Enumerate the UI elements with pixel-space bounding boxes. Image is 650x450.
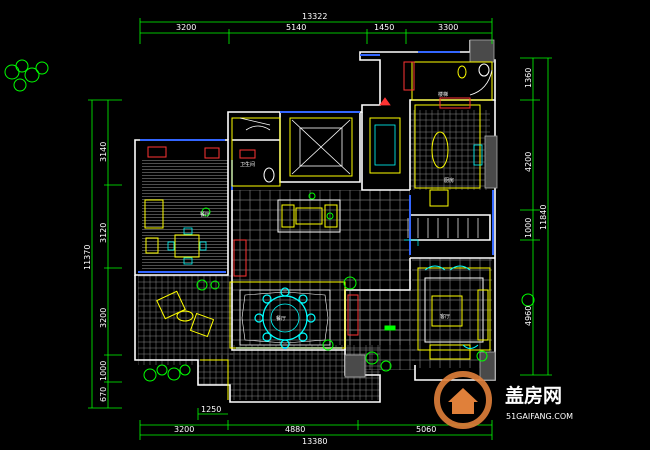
room-label-dining: 餐厅 [200,211,210,218]
wall-blocks [344,39,498,381]
dim-bottom-total: 13380 [302,437,327,446]
watermark-url: 51GAIFANG.COM [506,412,573,421]
dim-right-2: 4200 [524,152,533,172]
round-table [239,287,331,349]
house-logo-icon [434,371,492,429]
dim-left-5: 670 [99,387,108,402]
dimension-lines [88,18,552,440]
room-label-living: 客厅 [440,313,450,320]
staircase [404,218,479,246]
chairs [167,124,483,265]
dim-top-2: 5140 [286,23,306,32]
dim-left-total: 11370 [83,245,92,270]
yellow-partitions [200,61,493,400]
elevator-shaft [291,119,351,175]
dim-right-total: 11840 [539,205,548,230]
dim-top-1: 3200 [176,23,196,32]
room-label-bath: 卫生间 [240,161,255,168]
floor-tiles [138,110,492,400]
furniture [144,61,490,360]
dim-top-3: 1450 [374,23,394,32]
watermark: 盖房网 51GAIFANG.COM [434,371,573,429]
dim-right-4: 4960 [524,306,533,326]
dim-left-2: 3120 [99,223,108,243]
dim-right-3: 1000 [524,218,533,238]
door-swings [239,69,493,131]
room-label-stair: 楼梯 [438,91,448,98]
dim-top-total: 13322 [302,12,327,21]
room-label-table: 餐厅 [276,315,286,322]
room-label-kitchen: 厨房 [444,177,454,184]
dim-right-1: 1360 [524,68,533,88]
watermark-brand: 盖房网 [505,384,562,407]
armchairs [424,265,479,349]
dim-bottom-1: 3200 [174,425,194,434]
dim-left-3: 3200 [99,308,108,328]
dim-bottom-2: 4880 [285,425,305,434]
dim-top-4: 3300 [438,23,458,32]
dim-bottom-3: 5060 [416,425,436,434]
plants [4,59,535,382]
dim-left-1: 3140 [99,142,108,162]
dim-bottom-small: 1250 [201,405,221,414]
dim-left-4: 1000 [99,361,108,381]
